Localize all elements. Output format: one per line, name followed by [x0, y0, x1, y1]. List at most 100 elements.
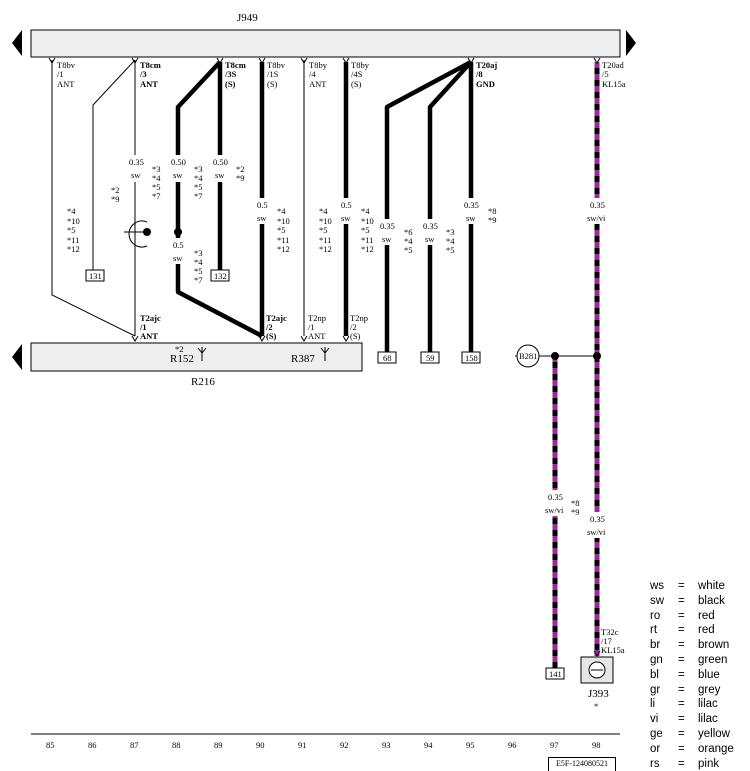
legend-abbr: ge — [650, 727, 663, 740]
svg-text:*10: *10 — [67, 216, 80, 226]
legend-abbr: sw — [650, 594, 665, 607]
component-j949-bar — [30, 29, 621, 58]
legend-color-name: red — [698, 609, 715, 622]
legend-eq: = — [678, 757, 685, 770]
svg-text:*4: *4 — [361, 206, 370, 216]
legend-row: gn=green — [650, 653, 750, 668]
svg-text:/4: /4 — [309, 69, 316, 79]
legend-abbr: li — [650, 698, 656, 711]
legend-row: vi=lilac — [650, 712, 750, 727]
svg-text:*5: *5 — [152, 182, 161, 192]
svg-text:*7: *7 — [194, 191, 203, 201]
wire-label: 0.5 sw — [253, 198, 271, 224]
svg-text:*11: *11 — [319, 235, 331, 245]
svg-text:/2: /2 — [265, 322, 273, 332]
antenna-r387-label: R387 — [291, 353, 315, 365]
svg-text:95: 95 — [466, 740, 475, 750]
svg-text:*9: *9 — [111, 194, 120, 204]
svg-text:*2: *2 — [111, 185, 120, 195]
svg-text:sw: sw — [425, 234, 435, 244]
svg-text:(S): (S) — [266, 331, 277, 341]
connector-label: T8by/4S(S) — [351, 60, 370, 89]
svg-text:sw/vi: sw/vi — [587, 527, 606, 537]
svg-text:*11: *11 — [361, 235, 373, 245]
footnote-group: *4*10*5*11*12 — [67, 206, 80, 254]
legend-abbr: ro — [650, 609, 661, 622]
svg-text:86: 86 — [88, 740, 97, 750]
svg-text:T8cm: T8cm — [140, 60, 161, 70]
ref-boxes — [85, 269, 565, 680]
svg-text:ANT: ANT — [309, 79, 327, 89]
svg-text:(S): (S) — [351, 79, 362, 89]
svg-text:92: 92 — [340, 740, 349, 750]
svg-text:*3: *3 — [194, 164, 203, 174]
legend-row: gr=grey — [650, 683, 750, 698]
svg-text:90: 90 — [256, 740, 265, 750]
document-id: E5F-124080521 — [548, 757, 616, 771]
svg-text:ANT: ANT — [140, 331, 158, 341]
junction-dots — [143, 228, 601, 360]
svg-text:sw: sw — [257, 213, 267, 223]
legend-eq: = — [678, 624, 685, 637]
legend-abbr: bl — [650, 668, 659, 681]
svg-text:T2ajc: T2ajc — [266, 313, 287, 323]
arrow-left-icon — [12, 30, 22, 56]
svg-text:/17: /17 — [601, 636, 612, 646]
svg-text:T20aj: T20aj — [476, 60, 497, 70]
legend-eq: = — [678, 639, 685, 652]
footnote-group: *3*4*5*7 — [194, 164, 203, 201]
svg-text:0.35: 0.35 — [548, 492, 563, 502]
svg-text:*9: *9 — [488, 215, 497, 225]
footnote-group: *3*4*5*7 — [194, 248, 203, 285]
svg-text:*3: *3 — [446, 227, 455, 237]
svg-text:*9: *9 — [236, 173, 245, 183]
svg-text:0.35: 0.35 — [380, 221, 395, 231]
svg-text:93: 93 — [382, 740, 391, 750]
svg-text:/4S: /4S — [351, 69, 363, 79]
legend-row: sw=black — [650, 594, 750, 609]
legend-color-name: grey — [698, 683, 721, 696]
legend-eq: = — [678, 594, 685, 607]
legend-abbr: or — [650, 742, 661, 755]
svg-text:ANT: ANT — [57, 79, 75, 89]
component-j393-marker: * — [594, 701, 598, 711]
svg-text:*12: *12 — [319, 244, 332, 254]
svg-text:/3: /3 — [139, 69, 147, 79]
svg-text:sw: sw — [466, 213, 476, 223]
ref-68: 68 — [383, 353, 392, 363]
svg-text:/3S: /3S — [224, 69, 237, 79]
svg-text:*11: *11 — [277, 235, 289, 245]
svg-text:*4: *4 — [67, 206, 76, 216]
svg-text:0.35: 0.35 — [129, 157, 144, 167]
svg-text:*4: *4 — [277, 206, 286, 216]
arrow-right-icon — [626, 30, 636, 56]
svg-text:*10: *10 — [319, 216, 332, 226]
antenna-r152-label: R152 — [170, 353, 194, 365]
svg-text:*5: *5 — [446, 245, 455, 255]
legend-color-name: lilac — [698, 713, 718, 726]
svg-text:0.5: 0.5 — [257, 200, 268, 210]
svg-text:94: 94 — [424, 740, 433, 750]
svg-text:*4: *4 — [446, 236, 455, 246]
svg-text:*7: *7 — [194, 275, 203, 285]
svg-text:/1: /1 — [139, 322, 147, 332]
svg-text:*5: *5 — [361, 225, 370, 235]
legend-color-name: green — [698, 653, 728, 666]
svg-text:T8by: T8by — [309, 60, 328, 70]
footnote-group: *8*9 — [488, 206, 497, 225]
legend-color-name: lilac — [698, 698, 718, 711]
ground-point-b281 — [516, 344, 540, 368]
component-r216-bar — [30, 342, 363, 372]
svg-text:*12: *12 — [277, 244, 290, 254]
svg-text:87: 87 — [130, 740, 139, 750]
svg-text:0.35: 0.35 — [590, 514, 605, 524]
legend-color-name: orange — [698, 742, 734, 755]
legend-row: ge=yellow — [650, 727, 750, 742]
ref-131: 131 — [89, 271, 102, 281]
svg-text:*5: *5 — [194, 266, 203, 276]
